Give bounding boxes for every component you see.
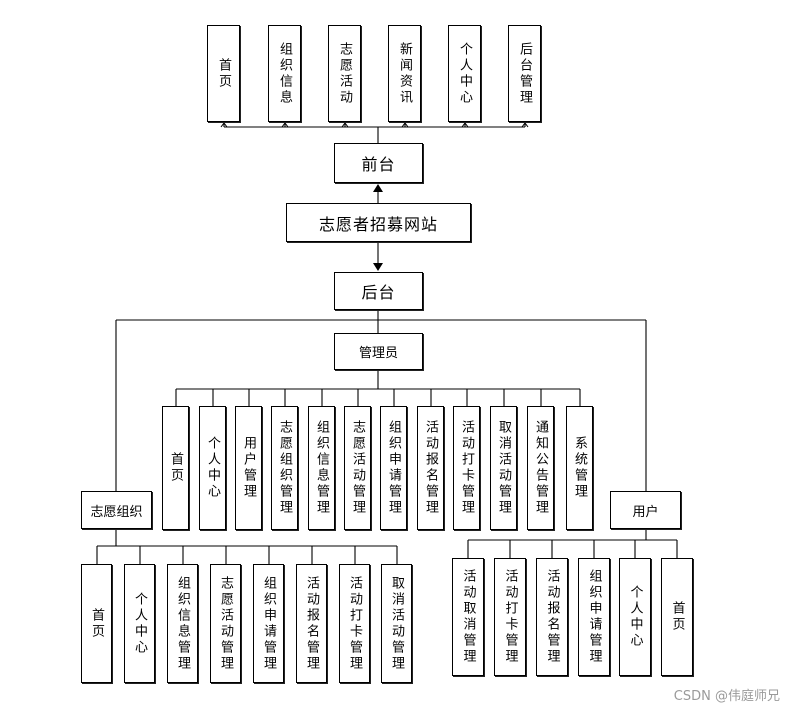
arrow-head bbox=[220, 122, 228, 128]
org-module: 个人中心 bbox=[124, 564, 155, 683]
node-root: 志愿者招募网站 bbox=[286, 203, 471, 242]
arrow-head bbox=[521, 122, 529, 128]
admin-module: 志愿组织管理 bbox=[271, 406, 298, 530]
org-module: 取消活动管理 bbox=[381, 564, 412, 683]
arrow-head bbox=[341, 122, 349, 128]
node-frontend: 前台 bbox=[334, 143, 423, 183]
arrow-head bbox=[373, 263, 383, 271]
user-module: 活动打卡管理 bbox=[494, 558, 526, 676]
front-module: 个人中心 bbox=[448, 25, 481, 122]
admin-module: 志愿活动管理 bbox=[344, 406, 371, 530]
org-module: 活动打卡管理 bbox=[339, 564, 370, 683]
node-backend-label: 后台 bbox=[361, 283, 396, 302]
node-user-label: 用户 bbox=[632, 504, 659, 520]
admin-module: 系统管理 bbox=[566, 406, 593, 530]
org-module: 组织申请管理 bbox=[253, 564, 284, 683]
org-module: 组织信息管理 bbox=[167, 564, 198, 683]
admin-module: 组织申请管理 bbox=[380, 406, 407, 530]
arrow-head bbox=[373, 184, 383, 192]
arrow-head bbox=[281, 122, 289, 128]
admin-module: 活动报名管理 bbox=[417, 406, 444, 530]
admin-module: 用户管理 bbox=[235, 406, 262, 530]
admin-module: 组织信息管理 bbox=[308, 406, 335, 530]
org-module: 首页 bbox=[81, 564, 112, 683]
user-module: 首页 bbox=[661, 558, 693, 676]
user-module: 个人中心 bbox=[619, 558, 651, 676]
node-admin-label: 管理员 bbox=[358, 346, 398, 361]
admin-module: 通知公告管理 bbox=[527, 406, 554, 530]
admin-module: 首页 bbox=[162, 406, 189, 530]
watermark: CSDN @伟庭师兄 bbox=[673, 689, 780, 704]
arrow-head bbox=[461, 122, 469, 128]
user-module: 组织申请管理 bbox=[578, 558, 610, 676]
user-module: 活动取消管理 bbox=[452, 558, 484, 676]
node-user: 用户 bbox=[610, 491, 681, 529]
front-module: 首页 bbox=[207, 25, 240, 122]
front-module: 志愿活动 bbox=[328, 25, 361, 122]
node-org-label: 志愿组织 bbox=[90, 504, 143, 520]
org-module: 志愿活动管理 bbox=[210, 564, 241, 683]
org-module: 活动报名管理 bbox=[296, 564, 327, 683]
front-module: 组织信息 bbox=[268, 25, 301, 122]
front-module: 后台管理 bbox=[508, 25, 541, 122]
node-org: 志愿组织 bbox=[81, 491, 152, 529]
node-backend: 后台 bbox=[334, 272, 423, 310]
admin-module: 活动打卡管理 bbox=[453, 406, 480, 530]
node-frontend-label: 前台 bbox=[361, 155, 396, 174]
user-module: 活动报名管理 bbox=[536, 558, 568, 676]
front-module: 新闻资讯 bbox=[388, 25, 421, 122]
node-root-label: 志愿者招募网站 bbox=[318, 214, 438, 234]
admin-module: 取消活动管理 bbox=[490, 406, 517, 530]
arrow-head bbox=[401, 122, 409, 128]
node-admin: 管理员 bbox=[334, 333, 423, 370]
admin-module: 个人中心 bbox=[199, 406, 226, 530]
